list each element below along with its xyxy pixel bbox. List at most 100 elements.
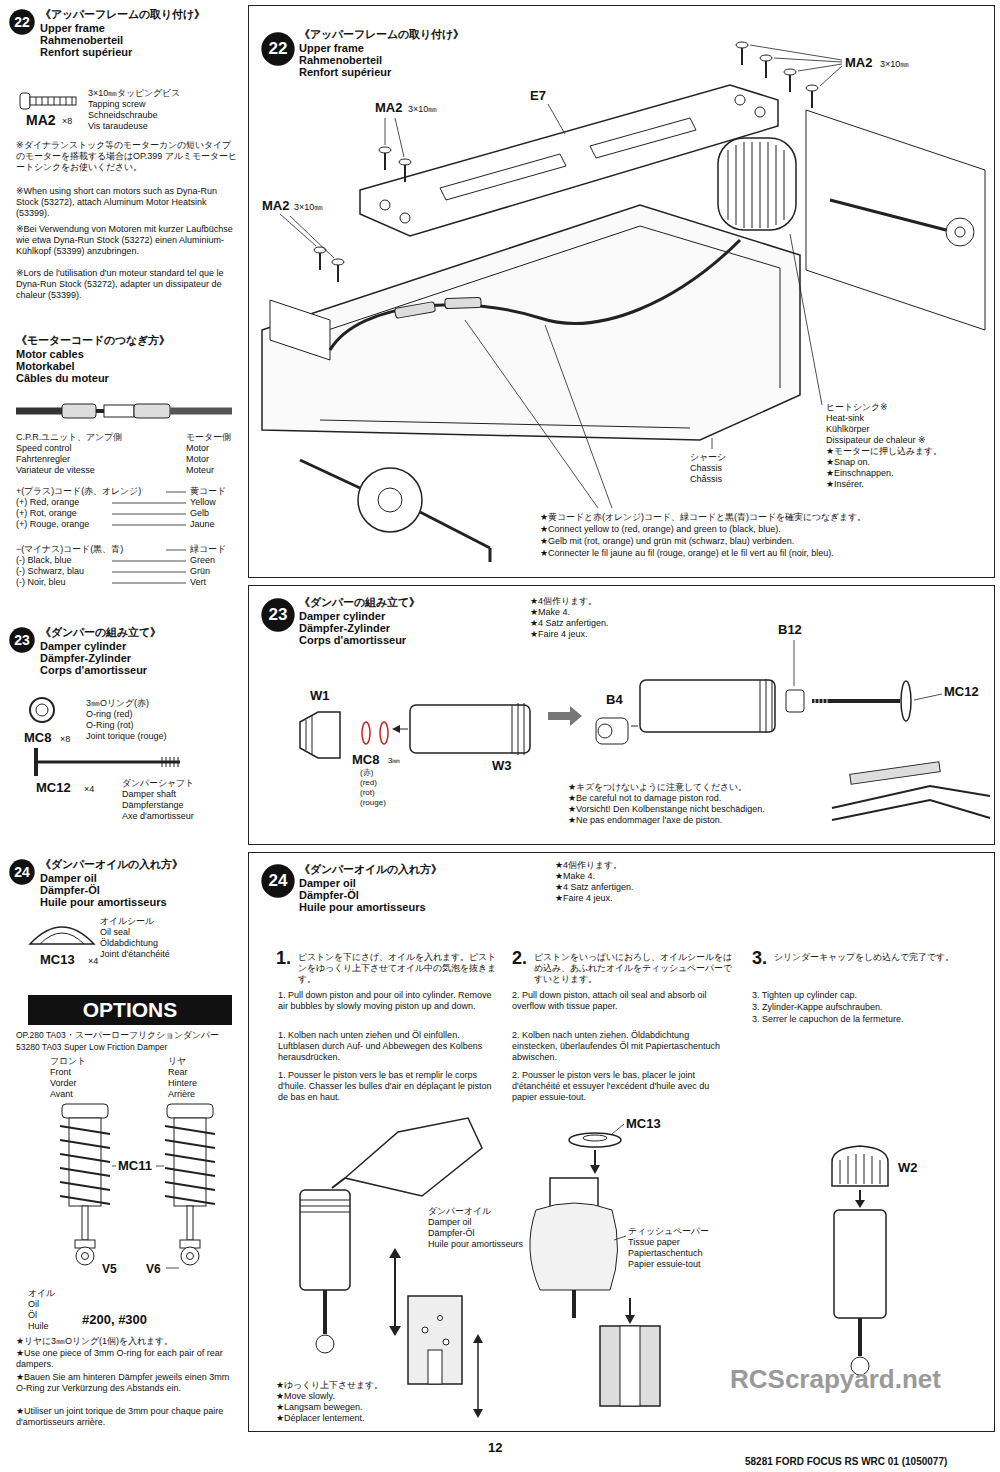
damper-cylinder [640, 680, 775, 732]
part-number: MA2 [845, 55, 885, 71]
front-hub [358, 468, 422, 532]
step-panel: 24《ダンパーオイルの入れ方》Damper oilDämpfer-ÖlHuile… [248, 852, 995, 1432]
motor-cable [16, 408, 62, 415]
note-text: ★キズをつけないように注意してください。 [568, 782, 826, 793]
note-text: Damper shaft [122, 789, 240, 800]
note-text: +(プラス)コード(赤、オレンジ) [16, 486, 176, 497]
heading-text: Damper cylinder [40, 640, 240, 653]
step-heading: Damper cylinder [299, 610, 385, 623]
note-text: シリンダーキャップをしめ込んで完了です。 [774, 952, 984, 963]
tissue-paper [614, 1236, 626, 1240]
damper-cylinder [596, 718, 628, 744]
note-text: ※Lors de l'utilisation d'un moteur stand… [16, 268, 238, 300]
note-text: ★リヤに3㎜Oリング(1個)を入れます。 [16, 1336, 240, 1347]
step-number: 22 [261, 32, 295, 66]
note-text: ×4 [84, 784, 104, 795]
note-text: 3×10㎜ [294, 202, 344, 213]
note-text: 2. Kolben nach unten ziehen. Öldabdichtu… [512, 1030, 732, 1062]
options-heading: OPTIONS [28, 995, 232, 1025]
step-number-circle: 23 [261, 598, 295, 632]
front-hub [300, 460, 490, 562]
screw [320, 45, 812, 282]
step-heading: Damper oil [299, 877, 356, 890]
note-text: 3. Zylinder-Kappe aufschrauben. [752, 1002, 988, 1013]
upper-frame [380, 200, 390, 210]
part-number: E7 [530, 88, 560, 104]
chassis [262, 205, 800, 440]
watermark: RCScrapyard.net [730, 1364, 992, 1395]
note-text: 3. Tighten up cylinder cap. [752, 990, 988, 1001]
rear-damper [187, 1253, 194, 1260]
damper-cylinder [815, 696, 827, 706]
note-text: リヤ [168, 1056, 238, 1067]
part-number: W2 [898, 1160, 928, 1176]
note-text: ★Bauen Sie am hinteren Dämpfer jeweils e… [16, 1372, 240, 1394]
circle-shape [261, 598, 294, 631]
damper-cylinder [394, 1258, 396, 1326]
damper-cylinder [323, 1290, 327, 1334]
cylinder-cap [840, 1154, 880, 1184]
note-text: Oil seal [100, 927, 238, 938]
part-number: B4 [606, 692, 636, 708]
chassis [262, 205, 800, 440]
heading-text: Upper frame [40, 22, 240, 35]
upper-frame [735, 95, 745, 105]
o-ring [362, 722, 388, 744]
note-text: ダンパーオイル [428, 1206, 558, 1217]
note-text: ★Déplacer lentement. [276, 1413, 426, 1424]
note-text: (rouge) [360, 798, 410, 808]
upper-frame [360, 85, 778, 236]
note-text: 3㎜ [388, 756, 414, 766]
note-text: ★Connecter le fil jaune au fil (rouge, o… [540, 548, 990, 559]
note-text: (赤) [360, 768, 410, 778]
part-number: V5 [102, 1262, 126, 1276]
heading-text: Rahmenoberteil [40, 34, 240, 47]
damper-cylinder [786, 690, 804, 712]
note-text: ★Insérer. [826, 479, 990, 490]
circle-shape [261, 32, 294, 65]
heading-text: Renfort supérieur [40, 46, 240, 59]
tissue-paper [530, 1203, 618, 1290]
note-text: Kühlkörper [826, 424, 990, 435]
note-text: ★4個作ります。 [530, 596, 690, 607]
step-number-circle: 22 [261, 32, 295, 66]
screw [736, 42, 748, 48]
damper-shaft [162, 757, 178, 767]
damper-cylinder [631, 726, 638, 727]
screw [379, 147, 391, 153]
leader-line [280, 45, 842, 508]
note-text: Oil [28, 1299, 88, 1310]
note-text: Fahrtenregler [16, 454, 176, 465]
note-text: ×4 [88, 956, 108, 967]
note-text: Joint d'étanchéité [100, 949, 238, 960]
note-text: ヒートシンク※ [826, 402, 990, 413]
note-text: Vis taraudeuse [88, 121, 238, 132]
note-text: 2. Pull down piston, attach oil seal and… [512, 990, 732, 1012]
tapping-screw [20, 93, 76, 109]
step-number: 23 [261, 598, 295, 632]
step-heading: 《ダンパーの組み立て》 [299, 596, 420, 609]
note-text: シャーシ [690, 452, 760, 463]
oil-bottle [332, 1178, 345, 1188]
o-ring [30, 698, 54, 722]
note-text: 1. Pousser le piston vers le bas et remp… [278, 1070, 498, 1102]
note-text: ★モーターに押し込みます。 [826, 446, 990, 457]
note-text: 3×10㎜ [880, 59, 930, 70]
note-text: −(マイナス)コード(黒、青) [16, 544, 176, 555]
note-text: O-ring (red) [86, 709, 236, 720]
note-text: ★Langsam bewegen. [276, 1402, 426, 1413]
step-heading: Dämpfer-Zylinder [299, 622, 390, 635]
oil-seal [612, 1124, 624, 1134]
tissue-paper [600, 1326, 660, 1406]
damper-cylinder [389, 1248, 401, 1336]
screw [760, 55, 772, 61]
note-text: ※Bei Verwendung von Motoren mit kurzer L… [16, 224, 238, 256]
circle-shape [9, 627, 34, 652]
note-text: ★Gelb mit (rot, orange) und grün mit (sc… [540, 536, 990, 547]
heading-text: 《モーターコードのつなぎ方》 [16, 334, 236, 347]
note-text: Motor [186, 443, 242, 454]
damper-shaft [34, 748, 38, 776]
step-heading: Huile pour amortisseurs [299, 901, 426, 914]
note-text: (+) Rot, orange [16, 508, 176, 519]
note-text: ★黄コードと赤(オレンジ)コード、緑コードと黒(青)コードを確実につなぎます。 [540, 512, 990, 523]
